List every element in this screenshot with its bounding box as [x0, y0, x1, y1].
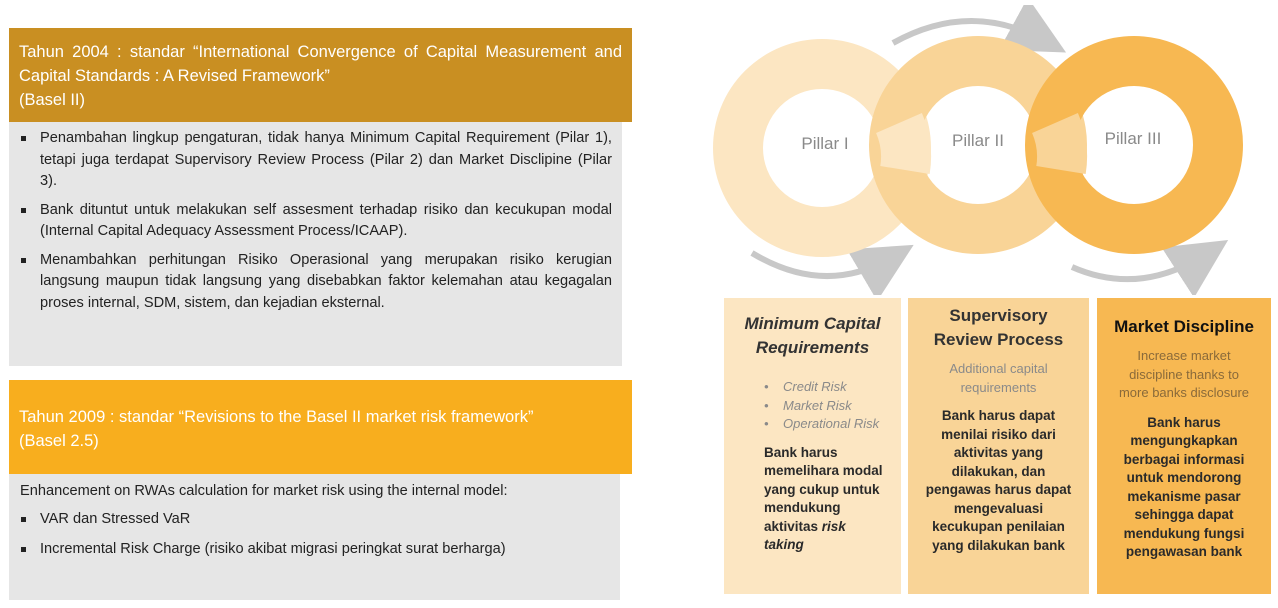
pillar-2-ring-overlap — [1031, 112, 1088, 174]
description-line: kecukupan penilaian — [932, 519, 1065, 534]
basel25-body: Enhancement on RWAs calculation for mark… — [9, 474, 620, 600]
description-line: mengevaluasi — [953, 500, 1044, 516]
description-line: Bank harus — [764, 444, 838, 460]
description-line: aktivitas risk — [764, 518, 901, 537]
description-line: Bank harus dapat — [941, 408, 1056, 423]
risk-item: Market Risk — [764, 397, 901, 416]
column-subtitle: Additional capital requirements — [908, 360, 1089, 397]
basel25-bullet: Incremental Risk Charge (risiko akibat m… — [20, 539, 610, 561]
market-discipline-column: Market Discipline Increase market discip… — [1097, 298, 1271, 594]
description-line: aktivitas yang — [953, 445, 1044, 460]
three-pillars-diagram: Pillar I Pillar II Pillar III — [713, 5, 1243, 295]
basel25-title: Tahun 2009 : standar “Revisions to the B… — [19, 408, 534, 426]
column-description: Bank harus dapat menilai risiko dari akt… — [908, 407, 1089, 555]
basel2-subtitle: (Basel II) — [19, 91, 86, 109]
column-subtitle: Increase market discipline thanks to mor… — [1097, 347, 1271, 403]
basel25-bullet: VAR dan Stressed VaR — [20, 509, 610, 531]
column-description: Bank harus mengungkapkan berbagai inform… — [1097, 414, 1271, 562]
column-title-line: Requirements — [755, 338, 870, 357]
column-title: Supervisory Review Process — [908, 304, 1089, 352]
description-line: pengawas harus dapat — [925, 482, 1072, 497]
description-line: mendukung — [764, 500, 841, 515]
column-title: Minimum Capital Requirements — [724, 312, 901, 360]
description-line: Bank harus — [1147, 414, 1221, 430]
risk-item: Operational Risk — [764, 415, 901, 434]
description-italic: risk — [821, 518, 846, 534]
column-title-line: Minimum Capital — [744, 314, 881, 333]
description-italic: taking — [764, 537, 804, 552]
subtitle-line: discipline thanks to — [1129, 366, 1239, 382]
top-cycle-arrow — [891, 5, 1067, 53]
description-line: menilai risiko dari — [941, 426, 1056, 442]
risk-list: Credit Risk Market Risk Operational Risk — [724, 378, 901, 434]
basel25-bullet-list: VAR dan Stressed VaR Incremental Risk Ch… — [20, 509, 610, 561]
basel2-bullet: Bank dituntut untuk melakukan self asses… — [20, 200, 612, 243]
column-description: Bank harus memelihara modal yang cukup u… — [724, 444, 901, 555]
pillar-3-label: Pillar III — [1105, 129, 1162, 148]
description-line: memelihara modal — [764, 463, 883, 478]
description-line: sehingga dapat — [1134, 507, 1234, 522]
bottom-right-cycle-arrow — [1070, 239, 1229, 295]
pillar-1-label: Pillar I — [801, 134, 848, 153]
basel2-title: Tahun 2004 : standar “International Conv… — [19, 43, 622, 85]
column-title-line: Supervisory — [949, 306, 1048, 325]
basel25-header: Tahun 2009 : standar “Revisions to the B… — [9, 380, 632, 474]
pillar-2-label: Pillar II — [952, 131, 1004, 150]
risk-item: Credit Risk — [764, 378, 901, 397]
basel25-intro: Enhancement on RWAs calculation for mark… — [20, 483, 508, 499]
basel2-bullet: Menambahkan perhitungan Risiko Operasion… — [20, 250, 612, 315]
basel25-subtitle: (Basel 2.5) — [19, 432, 99, 450]
description-line: taking — [764, 536, 901, 555]
subtitle-line: Additional capital — [949, 361, 1048, 376]
subtitle-line: Increase market — [1137, 348, 1231, 363]
basel2-body: Penambahan lingkup pengaturan, tidak han… — [9, 122, 622, 366]
column-title: Market Discipline — [1114, 317, 1254, 336]
subtitle-line: requirements — [960, 379, 1037, 395]
description-line: mengungkapkan — [1130, 433, 1238, 448]
basel2-bullet-list: Penambahan lingkup pengaturan, tidak han… — [20, 128, 612, 314]
description-line: untuk mendorong — [1126, 470, 1242, 485]
column-title-line: Review Process — [933, 330, 1064, 349]
description-line: mekanisme pasar — [1127, 488, 1241, 504]
description-line: berbagai informasi — [1123, 451, 1245, 467]
minimum-capital-column: Minimum Capital Requirements Credit Risk… — [724, 298, 901, 594]
supervisory-review-column: Supervisory Review Process Additional ca… — [908, 298, 1089, 594]
basel2-bullet: Penambahan lingkup pengaturan, tidak han… — [20, 128, 612, 193]
description-text: aktivitas — [764, 518, 822, 534]
bottom-left-cycle-arrow — [750, 244, 914, 295]
description-line: mendukung fungsi — [1123, 525, 1245, 541]
description-line: pengawasan bank — [1125, 544, 1243, 559]
basel2-header: Tahun 2004 : standar “International Conv… — [9, 28, 632, 122]
description-line: yang dilakukan bank — [932, 537, 1065, 553]
subtitle-line: more banks disclosure — [1118, 385, 1250, 400]
description-line: dilakukan, dan — [951, 463, 1046, 479]
description-line: yang cukup untuk — [764, 481, 880, 497]
pillar-1-ring-overlap — [875, 112, 932, 174]
